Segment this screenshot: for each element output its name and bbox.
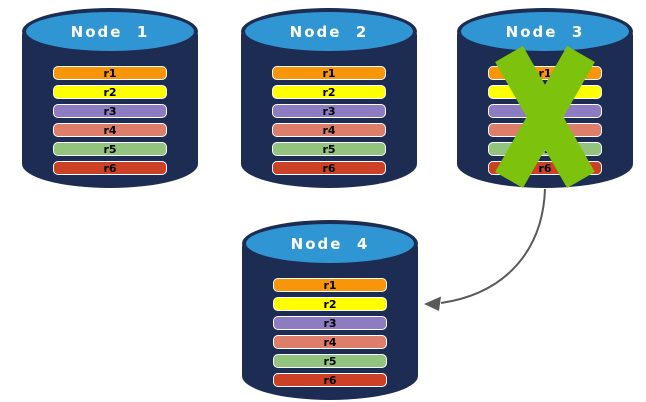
replica-bar: r4 bbox=[53, 123, 167, 137]
cylinder-top: Node 1 bbox=[22, 8, 198, 55]
replica-label: r2 bbox=[323, 297, 337, 311]
replica-bar: r6 bbox=[273, 373, 387, 387]
replica-label: r5 bbox=[322, 142, 336, 156]
replica-bar: r4 bbox=[273, 335, 387, 349]
replica-label: r1 bbox=[103, 66, 117, 80]
replica-label: r3 bbox=[322, 104, 336, 118]
node-2: Node 2 r1 r2 r3 r4 r5 r6 bbox=[241, 8, 417, 188]
node-4: Node 4 r1 r2 r3 r4 r5 r6 bbox=[242, 220, 418, 400]
replica-bar: r5 bbox=[53, 142, 167, 156]
node-title: Node 4 bbox=[290, 234, 370, 253]
replica-label: r6 bbox=[103, 161, 117, 175]
replica-label: r4 bbox=[103, 123, 117, 137]
replica-label: r3 bbox=[103, 104, 117, 118]
replica-stack: r1 r2 r3 r4 r5 r6 bbox=[273, 278, 387, 387]
node-title: Node 1 bbox=[70, 22, 150, 41]
replica-bar: r2 bbox=[272, 85, 386, 99]
replica-label: r3 bbox=[323, 316, 337, 330]
x-mark-icon bbox=[495, 46, 595, 188]
x-stroke bbox=[495, 46, 595, 188]
replica-stack: r1 r2 r3 r4 r5 r6 bbox=[53, 66, 167, 175]
cylinder-top: Node 2 bbox=[241, 8, 417, 55]
replica-label: r6 bbox=[323, 373, 337, 387]
replica-bar: r1 bbox=[273, 278, 387, 292]
replica-bar: r1 bbox=[53, 66, 167, 80]
cylinder-top: Node 4 bbox=[242, 220, 418, 267]
node-title: Node 3 bbox=[505, 22, 585, 41]
replica-bar: r1 bbox=[272, 66, 386, 80]
node-title: Node 2 bbox=[289, 22, 369, 41]
replica-bar: r5 bbox=[272, 142, 386, 156]
replica-label: r1 bbox=[322, 66, 336, 80]
replica-bar: r3 bbox=[53, 104, 167, 118]
replica-label: r5 bbox=[323, 354, 337, 368]
replica-bar: r6 bbox=[53, 161, 167, 175]
replica-bar: r5 bbox=[273, 354, 387, 368]
replica-label: r1 bbox=[538, 66, 552, 80]
replica-stack: r1 r2 r3 r4 r5 r6 bbox=[272, 66, 386, 175]
replica-label: r4 bbox=[323, 335, 337, 349]
replica-label: r6 bbox=[322, 161, 336, 175]
node-1: Node 1 r1 r2 r3 r4 r5 r6 bbox=[22, 8, 198, 188]
replica-bar: r2 bbox=[273, 297, 387, 311]
replica-label: r6 bbox=[538, 161, 552, 175]
arrow-curve bbox=[440, 188, 546, 304]
replica-label: r2 bbox=[322, 85, 336, 99]
replica-label: r1 bbox=[323, 278, 337, 292]
replica-bar: r3 bbox=[273, 316, 387, 330]
replica-bar: r3 bbox=[272, 104, 386, 118]
replica-bar: r6 bbox=[272, 161, 386, 175]
replica-label: r4 bbox=[322, 123, 336, 137]
replica-label: r5 bbox=[103, 142, 117, 156]
arrow-head bbox=[424, 296, 441, 311]
replica-bar: r2 bbox=[53, 85, 167, 99]
replica-label: r2 bbox=[103, 85, 117, 99]
cylinder-top: Node 3 bbox=[457, 8, 633, 55]
replica-bar: r4 bbox=[272, 123, 386, 137]
